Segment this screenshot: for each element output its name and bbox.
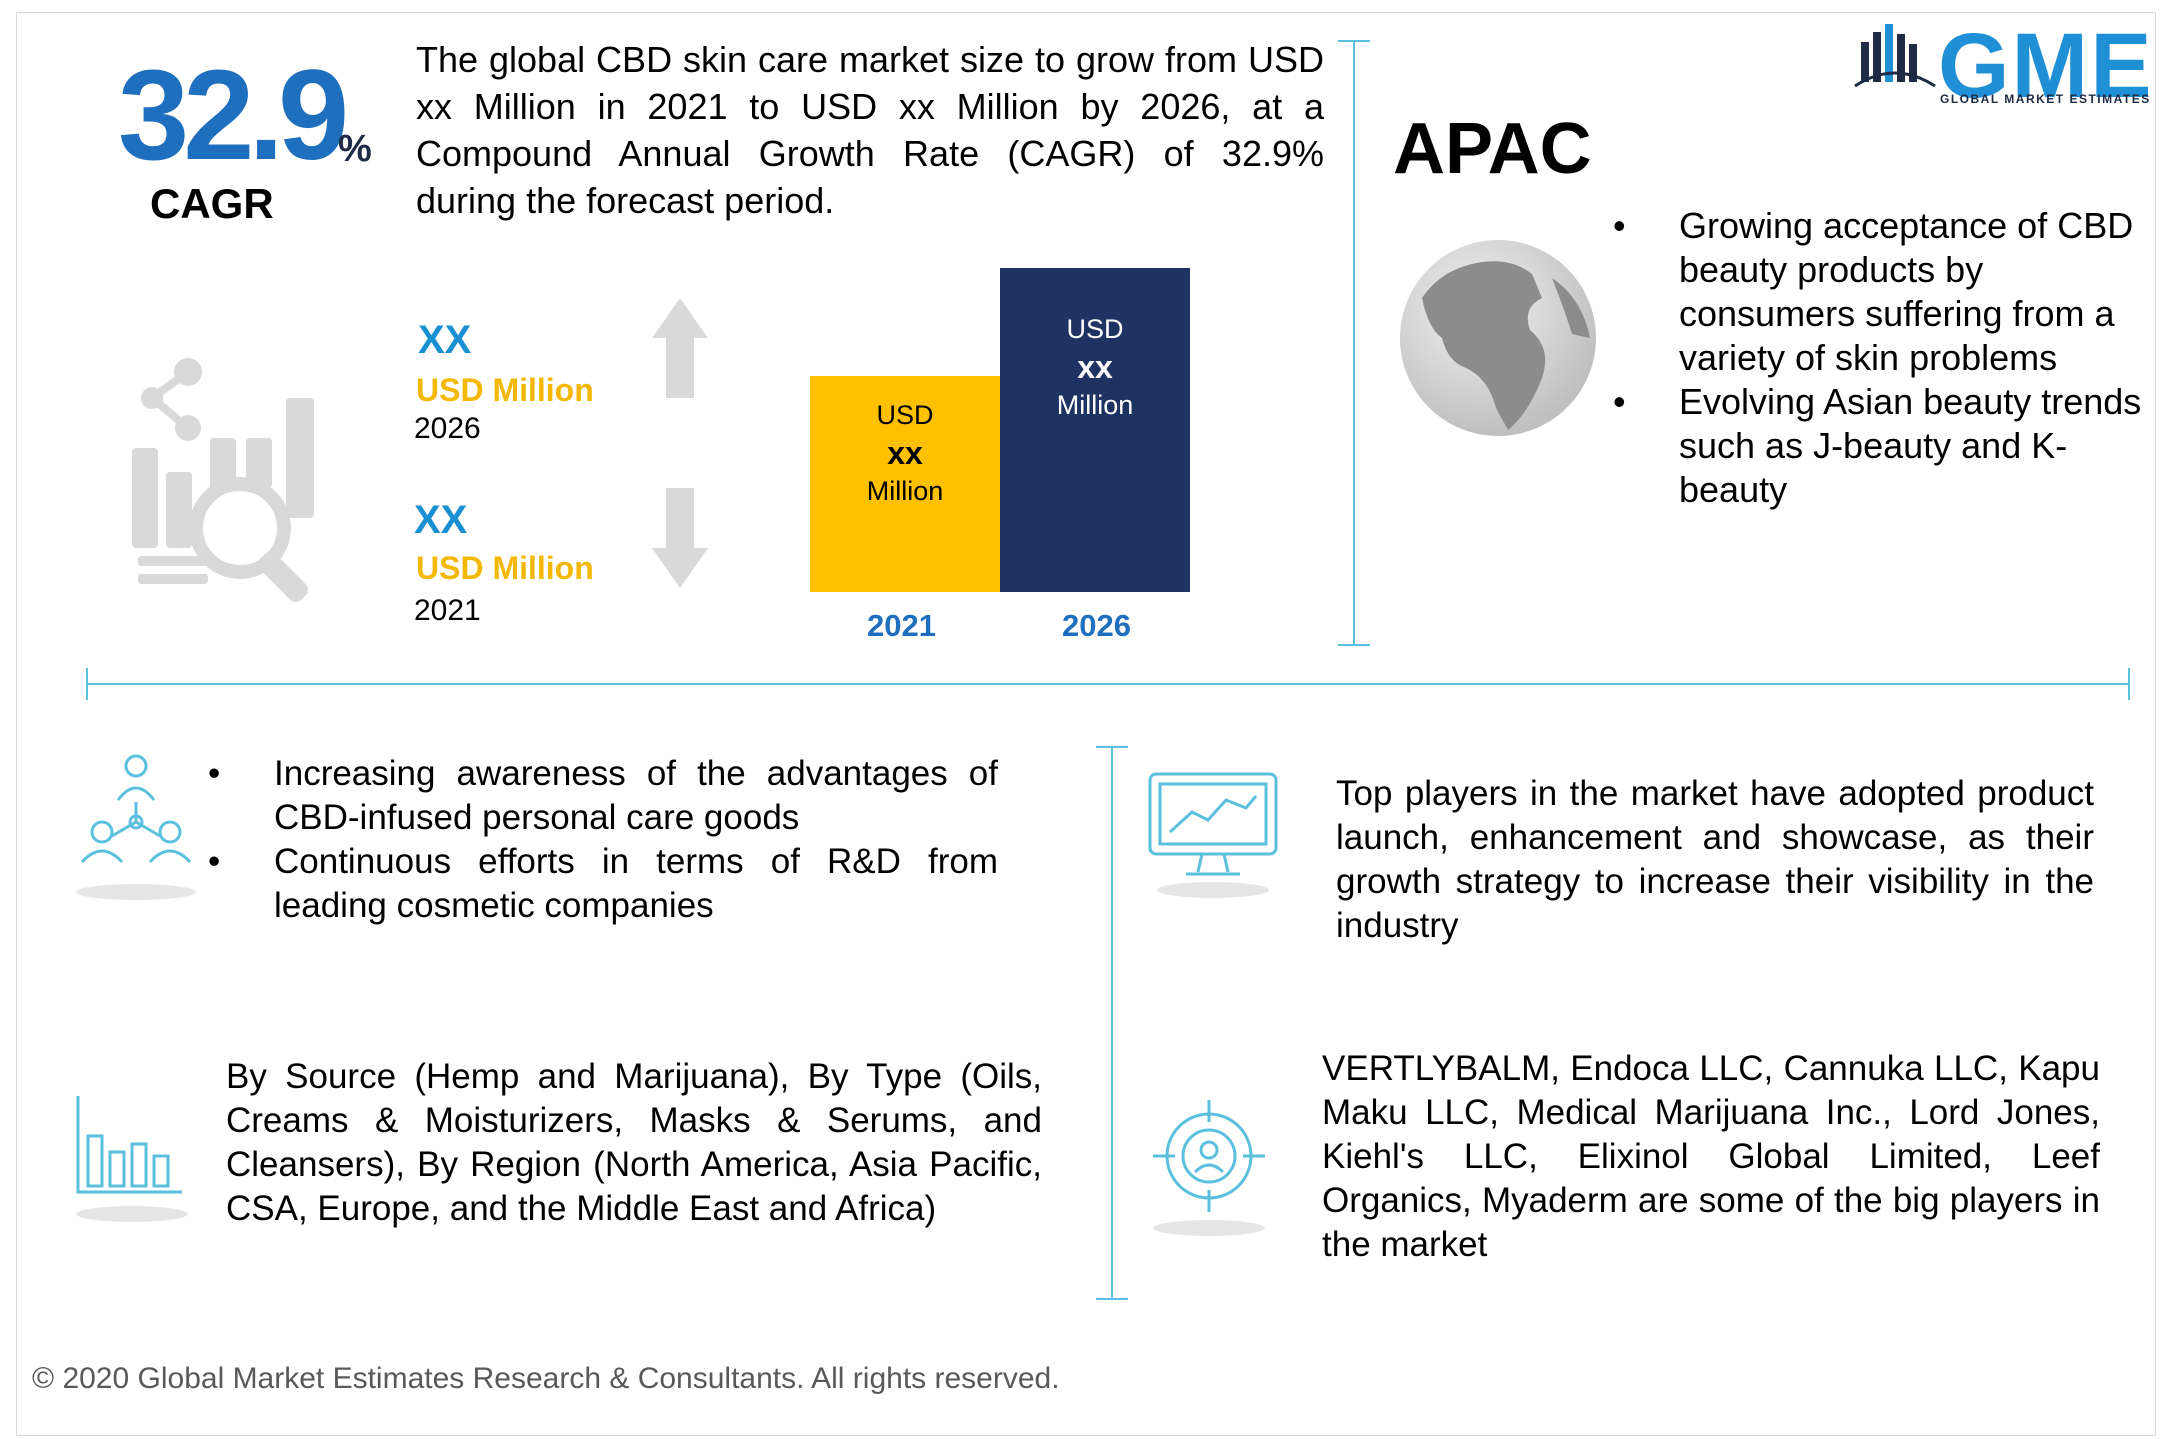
forecast-unit-2026: USD Million bbox=[416, 372, 594, 408]
region-bullet-item: Growing acceptance of CBD beauty product… bbox=[1613, 204, 2153, 380]
forecast-value-2021: XX bbox=[414, 498, 468, 542]
bar-2021-unit: Million bbox=[866, 476, 944, 506]
bar-2021-value: xx bbox=[887, 435, 923, 471]
segments-text: By Source (Hemp and Marijuana), By Type … bbox=[226, 1057, 1042, 1228]
cagr-percent: % bbox=[338, 128, 372, 170]
cagr-value: 32.9 bbox=[118, 44, 349, 187]
copyright-footer: © 2020 Global Market Estimates Research … bbox=[32, 1362, 1060, 1395]
region-bullet-item: Evolving Asian beauty trends such as J-b… bbox=[1613, 380, 2153, 512]
bar-2026-value: xx bbox=[1077, 349, 1113, 385]
page-frame bbox=[16, 12, 2156, 1436]
region-title: APAC bbox=[1393, 109, 1592, 189]
drivers-bullet-list: Increasing awareness of the advantages o… bbox=[208, 752, 998, 928]
analytics-magnifier-icon bbox=[132, 358, 314, 602]
chart-bar-2021: USD xx Million bbox=[810, 376, 1000, 592]
logo-building-icon bbox=[1854, 24, 1936, 88]
driver-bullet-item: Increasing awareness of the advantages o… bbox=[208, 752, 998, 840]
chart-category-2026: 2026 bbox=[1062, 608, 1131, 643]
divider-vertical-bottom bbox=[1096, 746, 1128, 1300]
globe-icon bbox=[1400, 240, 1596, 436]
players-text: VERTLYBALM, Endoca LLC, Cannuka LLC, Kap… bbox=[1322, 1049, 2100, 1264]
arrow-down-icon bbox=[652, 488, 708, 588]
arrow-up-icon bbox=[652, 298, 708, 398]
forecast-value-2026: XX bbox=[418, 318, 472, 362]
logo-text: GME bbox=[1938, 15, 2154, 117]
bar-2021-currency: USD bbox=[876, 400, 934, 430]
target-person-icon bbox=[1153, 1100, 1265, 1236]
driver-bullet-item: Continuous efforts in terms of R&D from … bbox=[208, 840, 998, 928]
chart-category-2021: 2021 bbox=[867, 608, 936, 643]
forecast-year-2026: 2026 bbox=[414, 412, 481, 445]
bar-2026-currency: USD bbox=[1066, 314, 1124, 344]
cagr-label: CAGR bbox=[150, 180, 274, 227]
logo-subtitle: GLOBAL MARKET ESTIMATES bbox=[1940, 92, 2151, 106]
forecast-year-2021: 2021 bbox=[414, 594, 481, 627]
people-network-icon bbox=[76, 754, 196, 900]
chart-bar-2026: USD xx Million bbox=[1000, 268, 1190, 592]
divider-vertical-top bbox=[1338, 40, 1370, 646]
market-summary: The global CBD skin care market size to … bbox=[416, 39, 1324, 221]
bar-2026-unit: Million bbox=[1056, 390, 1134, 420]
forecast-unit-2021: USD Million bbox=[416, 550, 594, 586]
divider-horizontal bbox=[86, 668, 2130, 700]
strategy-text: Top players in the market have adopted p… bbox=[1336, 774, 2094, 945]
bar-chart-icon bbox=[76, 1096, 188, 1222]
monitor-chart-icon bbox=[1148, 772, 1278, 898]
region-bullet-list: Growing acceptance of CBD beauty product… bbox=[1613, 204, 2153, 512]
